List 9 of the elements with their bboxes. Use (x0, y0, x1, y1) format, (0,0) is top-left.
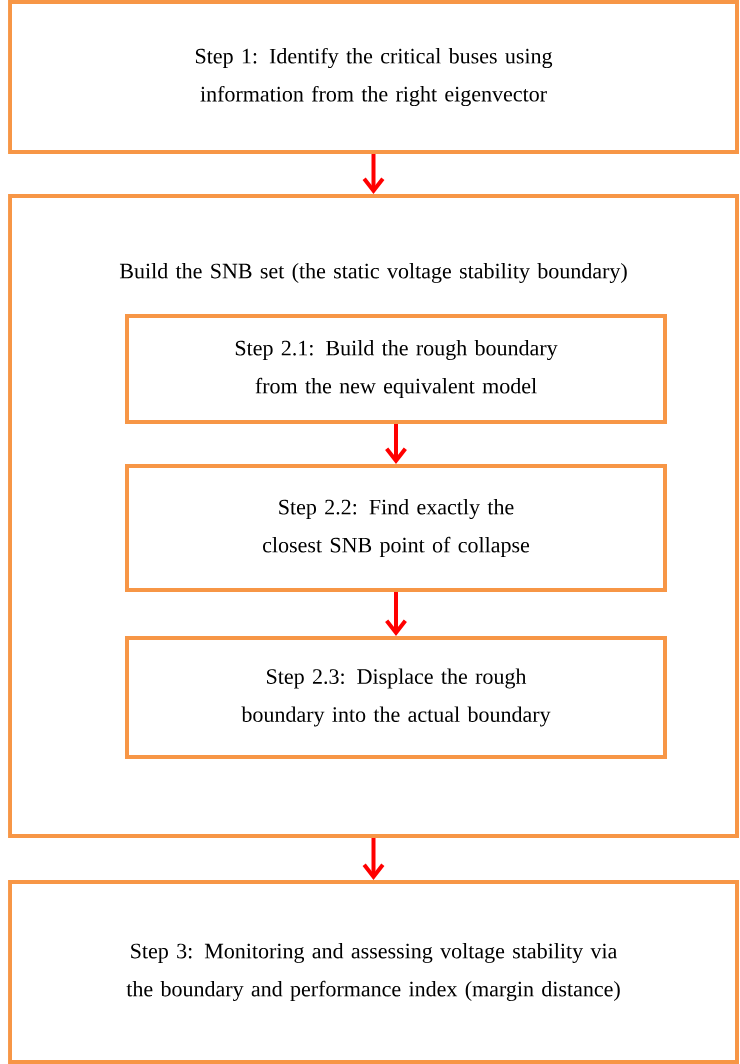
step-box: Step 2.3: Displace the rough boundary into the actual boundary (125, 636, 667, 759)
arrow (385, 592, 407, 637)
step-box: Step 1: Identify the critical buses using information from the right eigenvector (8, 0, 739, 154)
step-box: Step 3: Monitoring and assessing voltage stability via the boundary and performance index (margin distance) (8, 880, 739, 1064)
step-box: Step 2.2: Find exactly the closest SNB point of collapse (125, 464, 667, 592)
arrow (362, 154, 385, 194)
arrow (362, 838, 385, 880)
arrow (385, 424, 407, 464)
step-box: Step 2.1: Build the rough boundary from the new equivalent model (125, 314, 667, 424)
